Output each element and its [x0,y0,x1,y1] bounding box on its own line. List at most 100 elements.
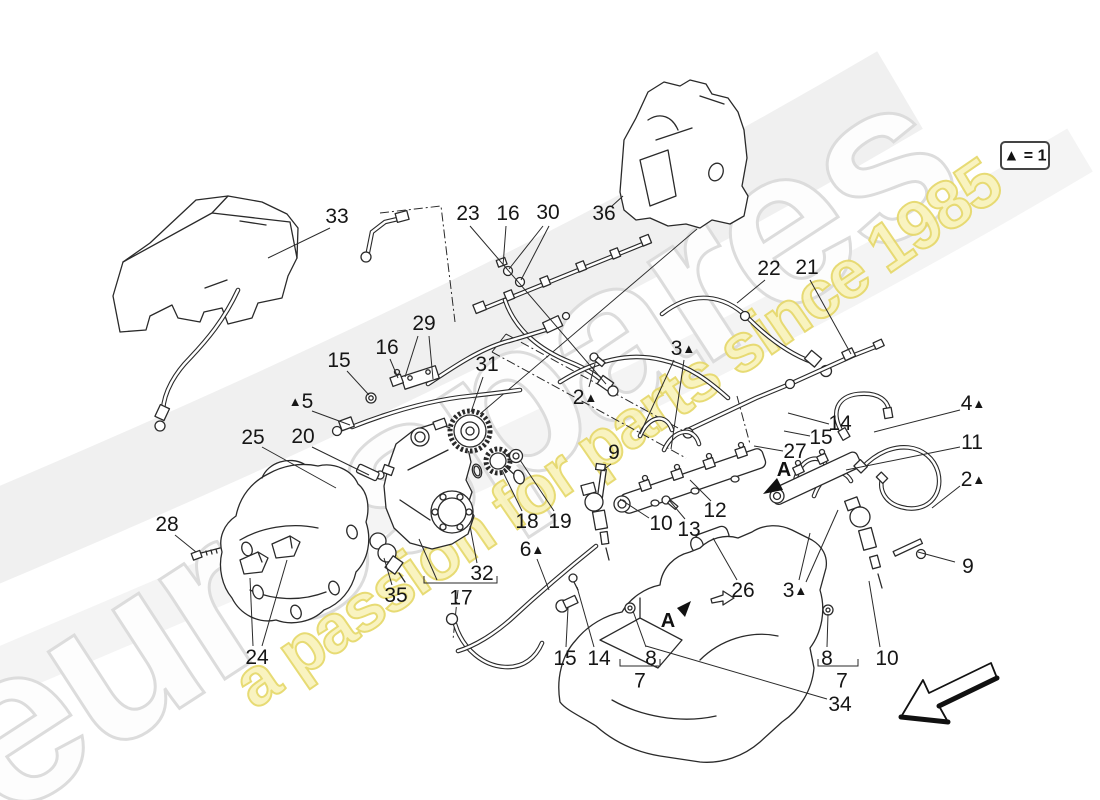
callout-label-12: 12 [703,499,726,522]
callout-label-20: 20 [291,425,314,448]
leader-line [311,410,351,426]
callout-label-6t: 6▲ [520,538,545,561]
callout-label-18: 18 [515,510,538,533]
leader-line [311,446,370,476]
leader-line [501,469,523,512]
group-bracket [619,659,661,667]
leader-line [632,610,647,648]
group-bracket [423,576,498,584]
callout-label-14: 14 [587,647,611,670]
legend-text: ▲ = 1 [1004,148,1047,165]
leader-line [565,607,569,648]
leader-line [917,551,956,563]
callout-label-15: 15 [553,647,576,670]
callout-label-11: 11 [961,431,983,454]
return-pipes [557,352,854,499]
callout-label-31: 31 [475,353,498,376]
fuel-hoses-right [659,295,894,441]
fuel-rail-11 [769,444,942,616]
callout-label-30: 30 [536,201,559,224]
leader-line [428,335,434,380]
callout-label-10: 10 [875,647,898,670]
leader-line [787,412,830,425]
leader-line [469,525,478,564]
leader-line [753,445,784,452]
callout-label-22: 22 [757,257,780,280]
cam-cover-24 [190,459,370,624]
callout-label-36: 36 [592,202,615,225]
callout-label-35: 35 [384,584,407,607]
callout-label-23: 23 [456,202,479,225]
leader-line [668,499,686,520]
callout-label-3t: 3▲ [671,337,696,360]
leader-line [798,532,811,581]
leader-line [520,225,550,281]
vent-rail-top [472,233,653,397]
callout-label-9: 9 [962,555,974,578]
section-markers-layer: AA [661,459,791,632]
leader-line [601,463,612,472]
leader-line [689,479,712,502]
callout-label-2t: 2▲ [961,468,986,491]
mounting-bracket-36 [619,79,749,229]
block-direction-glyph [710,590,735,606]
leader-line [588,363,596,388]
section-marker-arrow [677,601,691,617]
leader-line [346,370,370,396]
callout-label-28: 28 [155,513,178,536]
callout-label-2t: 2▲ [573,386,598,409]
callout-label-14: 14 [828,412,852,435]
leader-line [868,580,881,648]
leader-line [712,537,738,581]
callout-label-34: 34 [828,693,852,716]
direction-arrow [898,662,1000,725]
leader-line [261,446,337,489]
callout-label-25: 25 [241,426,264,449]
leader-line [639,359,675,435]
leader-line [931,485,961,509]
leader-line [469,225,607,385]
callout-label-8: 8 [821,647,833,670]
callout-label-t5: ▲5 [289,390,314,413]
leader-line [670,359,685,450]
engine-cover-33 [112,195,410,432]
leader-line [508,225,544,270]
callout-label-4t: 4▲ [961,392,986,415]
leader-line [418,538,438,581]
bracket-label-17: 17 [449,587,472,610]
leader-line [783,430,811,437]
callout-label-33: 33 [325,205,348,228]
callout-label-15: 15 [327,349,350,372]
callout-label-13: 13 [677,518,700,541]
callout-label-8: 8 [645,647,657,670]
callout-label-10: 10 [649,512,672,535]
callout-label-16: 16 [496,202,519,225]
leader-line [249,577,254,647]
callout-label-26: 26 [731,579,754,602]
callout-label-21: 21 [795,256,818,279]
leader-line [502,225,507,267]
leader-line [736,279,766,304]
leader-line [383,557,393,586]
leader-line [536,558,550,591]
leader-line [267,227,331,259]
callout-label-29: 29 [412,312,435,335]
engine-block-34 [445,525,828,763]
leader-line [174,534,197,553]
bracket-label-7: 7 [634,670,646,693]
leader-line [805,509,839,583]
leader-line [261,559,288,647]
leader-line [611,195,624,207]
leader-line [404,335,419,378]
callout-label-32: 32 [470,562,493,585]
leader-line [470,376,484,413]
watermark-swoosh [0,51,923,584]
callout-label-24: 24 [245,646,269,669]
leader-line [809,279,852,355]
callout-label-19: 19 [548,510,571,533]
leader-line [826,613,829,648]
section-marker-arrow [763,478,783,494]
leader-line [873,409,961,433]
